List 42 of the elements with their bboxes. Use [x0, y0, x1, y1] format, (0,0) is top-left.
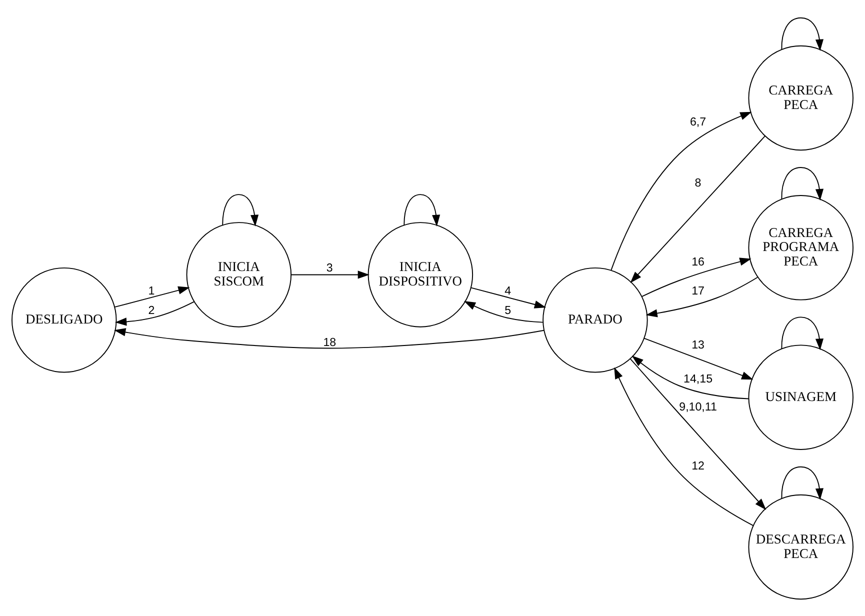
node-circle: PARADO — [542, 266, 648, 372]
edge-label: 17 — [692, 285, 704, 298]
node-circle: DESLIGADO — [12, 266, 117, 372]
edge-label: 8 — [694, 176, 702, 189]
arrow — [115, 300, 195, 326]
arrow — [610, 111, 752, 270]
node-circle: INICIA SISCOM — [186, 222, 292, 327]
edge-label: 12 — [692, 460, 704, 472]
node-circle: CARREGA PROGRAMA PECA — [748, 194, 854, 300]
edge-label: 13 — [692, 339, 704, 352]
arrow — [781, 316, 824, 350]
arrow — [630, 135, 766, 282]
arrow — [404, 194, 440, 226]
arrow — [781, 16, 824, 50]
edge-label: 2 — [148, 304, 155, 316]
edge-label: 5 — [504, 304, 512, 316]
arrow — [464, 300, 544, 322]
edge-label: 9,10,11 — [679, 400, 717, 413]
arrow — [781, 166, 824, 200]
edge-label: 3 — [326, 262, 333, 274]
node-circle: INICIA DISPOSITIVO — [368, 222, 474, 327]
edge-label: 14,15 — [684, 372, 713, 385]
arrow — [222, 194, 259, 226]
arrow — [781, 466, 824, 500]
node-circle: DESCARREGA PECA — [748, 494, 854, 600]
edge-label: 16 — [692, 256, 704, 268]
node-circle: CARREGA PECA — [748, 44, 854, 150]
arrow — [470, 286, 546, 308]
arrow — [290, 270, 370, 278]
edge-label: 1 — [148, 285, 155, 298]
arrow — [632, 355, 749, 399]
arrow — [646, 276, 758, 317]
arrow — [114, 286, 190, 308]
node-circle: USINAGEM — [748, 344, 854, 450]
arrow — [114, 328, 544, 348]
arrow — [644, 337, 754, 380]
edge-label: 18 — [323, 336, 336, 348]
arrow — [614, 366, 754, 526]
edge-label: 4 — [504, 285, 512, 298]
arrow — [630, 358, 766, 510]
arrow — [642, 257, 752, 296]
edge-label: 6,7 — [690, 116, 706, 128]
